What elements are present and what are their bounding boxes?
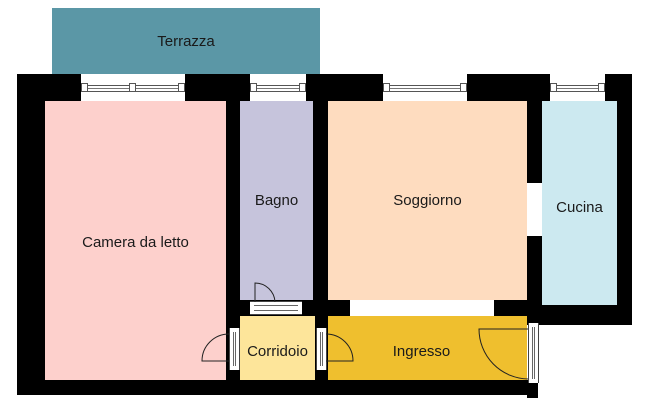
- wall-bottom: [17, 380, 538, 395]
- wall-entry-post-low: [527, 392, 538, 398]
- door-frame-camera[interactable]: [229, 328, 240, 370]
- window-bagno: [250, 74, 306, 101]
- window-cucina: [550, 74, 605, 101]
- room-bagno: Bagno: [240, 101, 313, 300]
- door-frame-main-entry[interactable]: [528, 323, 539, 383]
- room-label-ingresso: Ingresso: [392, 342, 451, 360]
- room-cucina: Cucina: [542, 101, 617, 305]
- room-corridoio: Corridoio: [240, 316, 315, 380]
- room-camera: Camera da letto: [45, 101, 226, 380]
- wall-entry-post: [527, 380, 538, 395]
- wall-right: [617, 74, 632, 325]
- opening-soggiorno-ingresso: [350, 300, 494, 316]
- opening-soggiorno-cucina: [527, 183, 542, 236]
- room-label-soggiorno: Soggiorno: [393, 192, 462, 209]
- room-ingresso: Ingresso: [328, 316, 527, 380]
- door-swing-ingresso-inner-icon: [325, 333, 354, 362]
- door-swing-bagno-icon: [254, 282, 276, 303]
- room-label-camera: Camera da letto: [82, 234, 189, 251]
- window-soggiorno: [383, 74, 467, 101]
- room-label-corridoio: Corridoio: [247, 342, 308, 360]
- room-label-terrazza: Terrazza: [157, 32, 215, 50]
- door-swing-camera-icon: [201, 333, 230, 362]
- room-label-cucina: Cucina: [556, 198, 603, 216]
- door-frame-ingresso-inner[interactable]: [316, 328, 327, 370]
- room-label-bagno: Bagno: [254, 192, 299, 209]
- wall-left: [17, 74, 45, 395]
- door-frame-bagno[interactable]: [250, 301, 302, 315]
- room-soggiorno: Soggiorno: [328, 101, 527, 300]
- wall-right-corner: [527, 305, 632, 325]
- window-camera: [81, 74, 185, 101]
- door-swing-main-entry-icon: [478, 328, 529, 380]
- wall-soggiorno-ingresso-right: [494, 300, 542, 316]
- room-terrazza: Terrazza: [52, 8, 320, 76]
